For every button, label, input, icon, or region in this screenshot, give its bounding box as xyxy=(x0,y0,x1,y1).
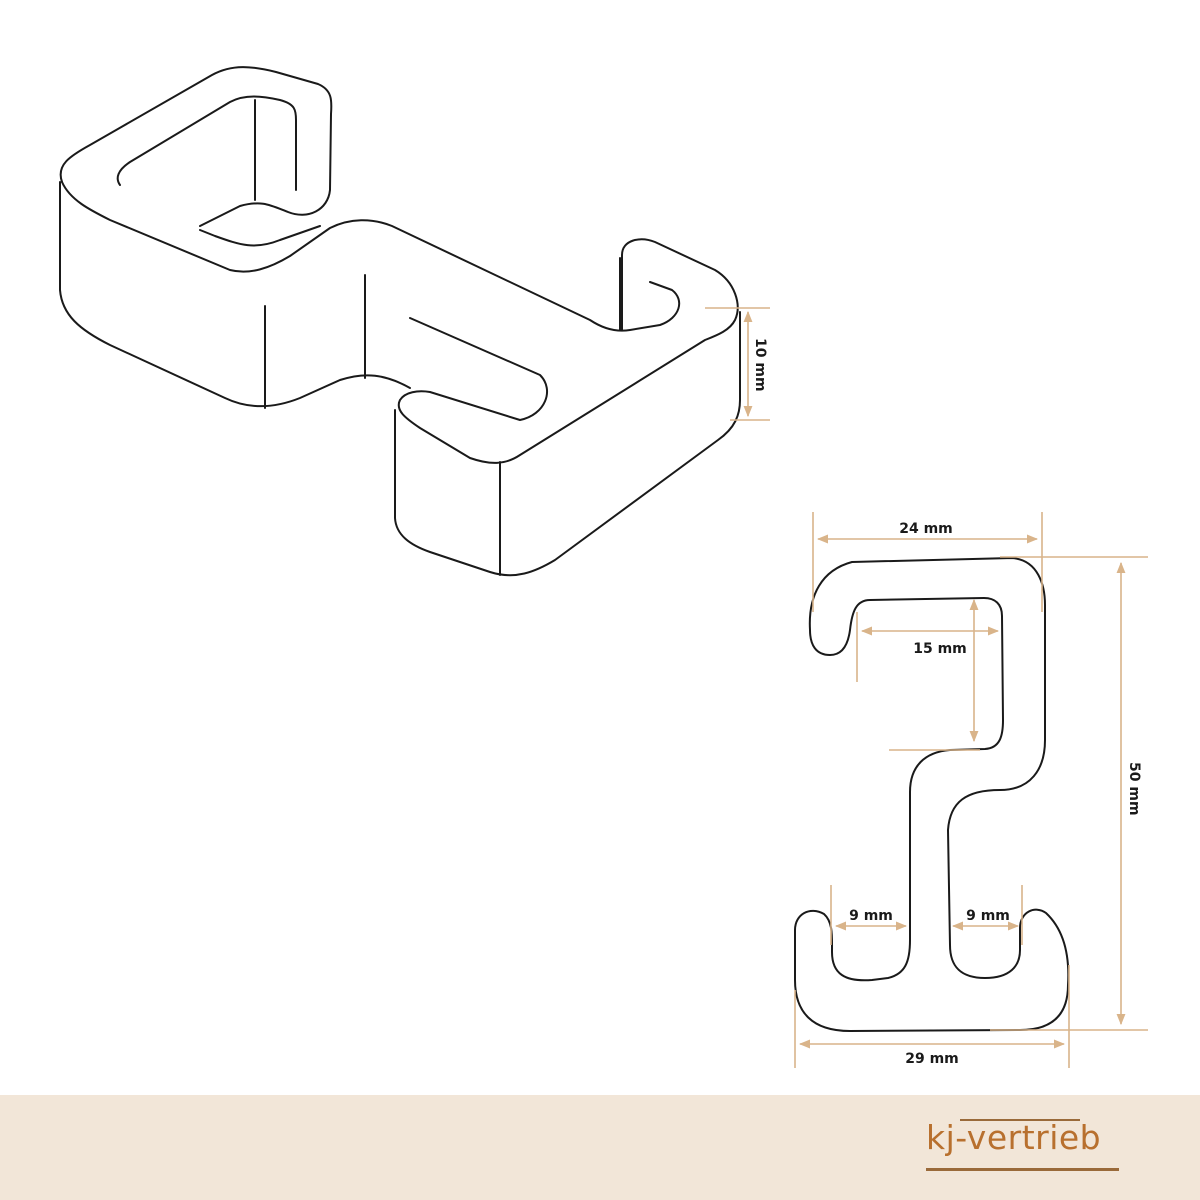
height-label: 10 mm xyxy=(752,338,768,392)
right-gap-label: 9 mm xyxy=(966,908,1010,924)
dimension-width-top: 24 mm xyxy=(812,512,1043,612)
logo-text: kj-vertrieb xyxy=(926,1118,1102,1157)
dimension-height: 10 mm xyxy=(705,307,770,421)
inner-width-label: 15 mm xyxy=(913,641,967,657)
total-height-label: 50 mm xyxy=(1126,762,1142,816)
brand-logo: kj-vertrieb xyxy=(926,1118,1119,1171)
logo-underline xyxy=(926,1168,1119,1171)
width-bottom-label: 29 mm xyxy=(905,1051,959,1067)
dimension-total-height: 50 mm xyxy=(990,556,1148,1031)
iso-right-arm-top xyxy=(397,238,739,464)
dimension-inner-width: 15 mm xyxy=(856,598,1000,751)
iso-edges xyxy=(254,99,621,576)
iso-front-left-top xyxy=(199,225,321,247)
dimension-gaps: 9 mm 9 mm xyxy=(830,885,1023,945)
profile-hook-view xyxy=(794,557,1070,1032)
isometric-hook-view xyxy=(59,66,741,577)
logo-overline xyxy=(960,1119,1080,1121)
profile-outline xyxy=(794,557,1070,1032)
width-top-label: 24 mm xyxy=(899,521,953,537)
iso-middle-bar-top xyxy=(61,181,681,332)
left-gap-label: 9 mm xyxy=(849,908,893,924)
iso-top-face-outline xyxy=(59,66,333,227)
iso-front-left-bottom xyxy=(59,181,411,408)
footer-band xyxy=(0,1095,1200,1200)
iso-inner-loop xyxy=(116,95,297,191)
dimension-width-bottom: 29 mm xyxy=(794,965,1070,1068)
